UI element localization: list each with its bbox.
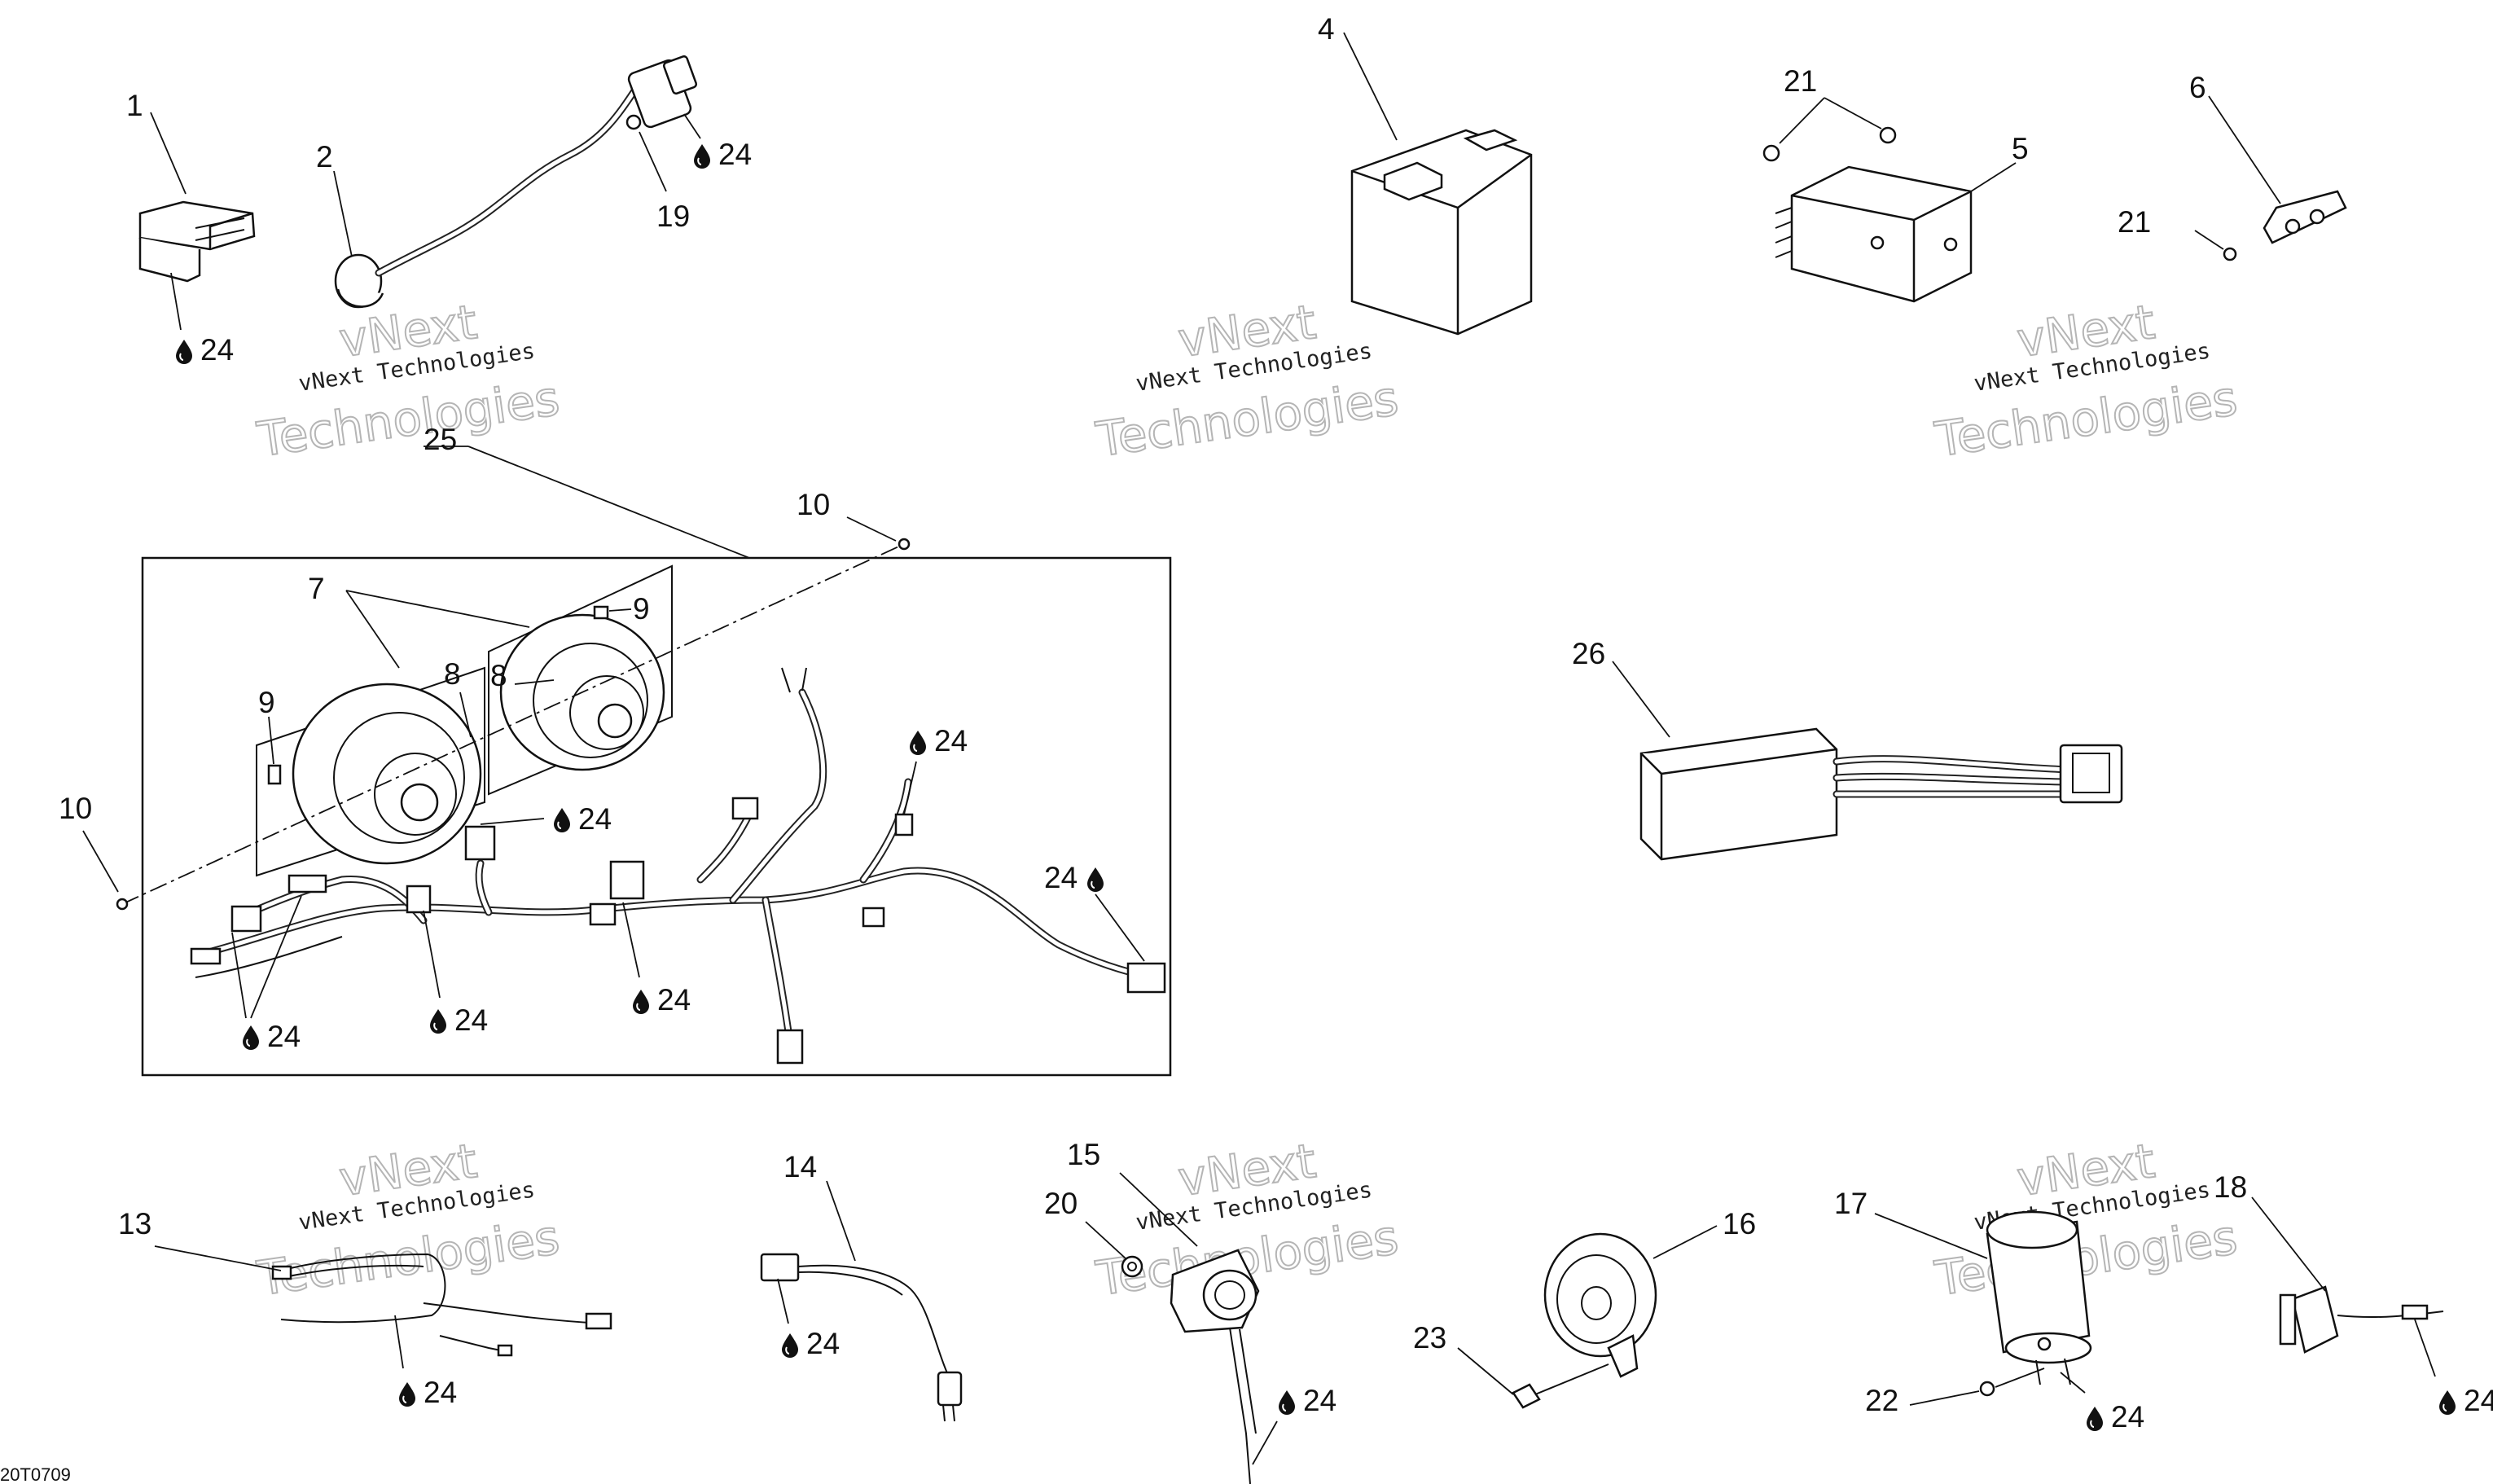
- part-17-solenoid: [1986, 1210, 2092, 1385]
- sealant-label: 24: [424, 1376, 457, 1409]
- leader-24-1: [170, 272, 182, 331]
- callout-21: 21: [2118, 205, 2151, 239]
- part-16-horn: [1543, 1232, 1657, 1378]
- sealant-drop-icon: [429, 1008, 447, 1034]
- callout-26: 26: [1572, 637, 1605, 670]
- callout-20: 20: [1044, 1187, 1078, 1220]
- part-26-module: [1639, 727, 2123, 861]
- sealant-drop-icon: [1086, 867, 1104, 893]
- sealant-label: 24: [1303, 1384, 1336, 1417]
- sealant-label: 24: [267, 1020, 301, 1053]
- connector: [230, 905, 262, 933]
- connector: [776, 1029, 804, 1065]
- watermark-bottom-right: vNext Technologies vNext Technologies: [1930, 1132, 2241, 1307]
- callout-17: 17: [1834, 1187, 1868, 1220]
- sealant-label: 24: [657, 983, 691, 1016]
- part-9-clip: [593, 605, 609, 620]
- sealant-drop-icon: [553, 807, 571, 833]
- part-2-sensor: [334, 55, 698, 309]
- sealant-label: 24: [454, 1003, 488, 1037]
- connector: [464, 825, 496, 861]
- connector: [894, 813, 914, 836]
- part-22-screw: [1979, 1381, 1995, 1397]
- connector: [190, 947, 222, 965]
- part-5-regulator: [1775, 165, 1973, 303]
- watermark-top-center: vNext Technologies vNext Technologies: [1091, 293, 1402, 468]
- part-14-sensor: [760, 1253, 963, 1422]
- callout-1: 1: [126, 89, 143, 122]
- connector: [862, 907, 885, 928]
- sealant-drop-icon: [781, 1333, 799, 1359]
- sealant-label: 24: [806, 1327, 840, 1360]
- connector: [406, 885, 432, 914]
- sealant-drop-icon: [242, 1025, 260, 1051]
- callout-25: 25: [424, 423, 457, 456]
- part-10-screw: [898, 538, 911, 551]
- callout-14: 14: [783, 1150, 817, 1183]
- connector: [287, 874, 327, 893]
- part-10-screw: [116, 898, 129, 911]
- sealant-label: 24: [1044, 861, 1078, 894]
- part-13-wire: [271, 1253, 612, 1357]
- sealant-label: 24: [578, 802, 612, 836]
- part-20-nut: [1121, 1255, 1143, 1278]
- part-23-bolt: [1512, 1363, 1609, 1409]
- callout-2: 2: [316, 140, 333, 173]
- part-1-switch: [138, 200, 256, 283]
- callout-10: 10: [797, 488, 830, 521]
- sealant-label: 24: [934, 724, 968, 757]
- part-21-screws: [1762, 126, 1897, 162]
- drawing-code: 20T0709: [0, 1464, 71, 1484]
- callout-18: 18: [2214, 1170, 2247, 1204]
- sealant-label: 24: [2111, 1400, 2144, 1434]
- callout-9: 9: [258, 686, 275, 719]
- callout-8: 8: [490, 659, 507, 692]
- sealant-drop-icon: [632, 989, 650, 1015]
- sealant-label: 24: [718, 138, 752, 171]
- connector: [589, 902, 617, 926]
- part-6-bracket: [2263, 190, 2347, 244]
- sealant-drop-icon: [1278, 1390, 1296, 1416]
- part-15-ignition: [1170, 1249, 1260, 1484]
- callout-4: 4: [1318, 12, 1335, 46]
- callout-9: 9: [633, 592, 650, 626]
- sealant-drop-icon: [693, 143, 711, 169]
- watermark-top-left: vNext Technologies vNext Technologies: [252, 293, 563, 468]
- callout-23: 23: [1413, 1321, 1446, 1354]
- connector: [731, 797, 759, 820]
- connector: [1126, 962, 1166, 994]
- sealant-drop-icon: [2438, 1390, 2456, 1416]
- part-9-clip: [267, 764, 282, 785]
- callout-22: 22: [1865, 1384, 1898, 1417]
- sealant-drop-icon: [175, 339, 193, 365]
- sealant-drop-icon: [398, 1381, 416, 1407]
- callout-16: 16: [1723, 1207, 1756, 1240]
- sealant-drop-icon: [2086, 1406, 2104, 1432]
- callout-10: 10: [59, 792, 92, 825]
- connector: [609, 860, 645, 900]
- part-4-battery: [1350, 129, 1533, 336]
- leader-1: [150, 112, 187, 195]
- callout-13: 13: [118, 1207, 151, 1240]
- watermark-bottom-left: vNext Technologies vNext Technologies: [252, 1132, 563, 1307]
- part-21-screw: [2223, 247, 2237, 261]
- watermark-top-right: vNext Technologies vNext Technologies: [1930, 293, 2241, 468]
- callout-19: 19: [656, 200, 690, 233]
- callout-5: 5: [2012, 132, 2029, 165]
- callout-8: 8: [444, 657, 461, 691]
- part-18-switch: [2279, 1285, 2444, 1354]
- harness-group-frame: [141, 556, 1172, 1077]
- callout-21: 21: [1784, 64, 1817, 98]
- part-19-screw: [625, 114, 642, 130]
- sealant-label: 24: [2464, 1384, 2493, 1417]
- callout-7: 7: [308, 572, 325, 605]
- wiring-harness: [190, 667, 1166, 1065]
- callout-15: 15: [1067, 1138, 1100, 1171]
- sealant-label: 24: [200, 333, 234, 367]
- alignment-line: [121, 543, 905, 905]
- sealant-drop-icon: [909, 730, 927, 756]
- callout-6: 6: [2189, 71, 2206, 104]
